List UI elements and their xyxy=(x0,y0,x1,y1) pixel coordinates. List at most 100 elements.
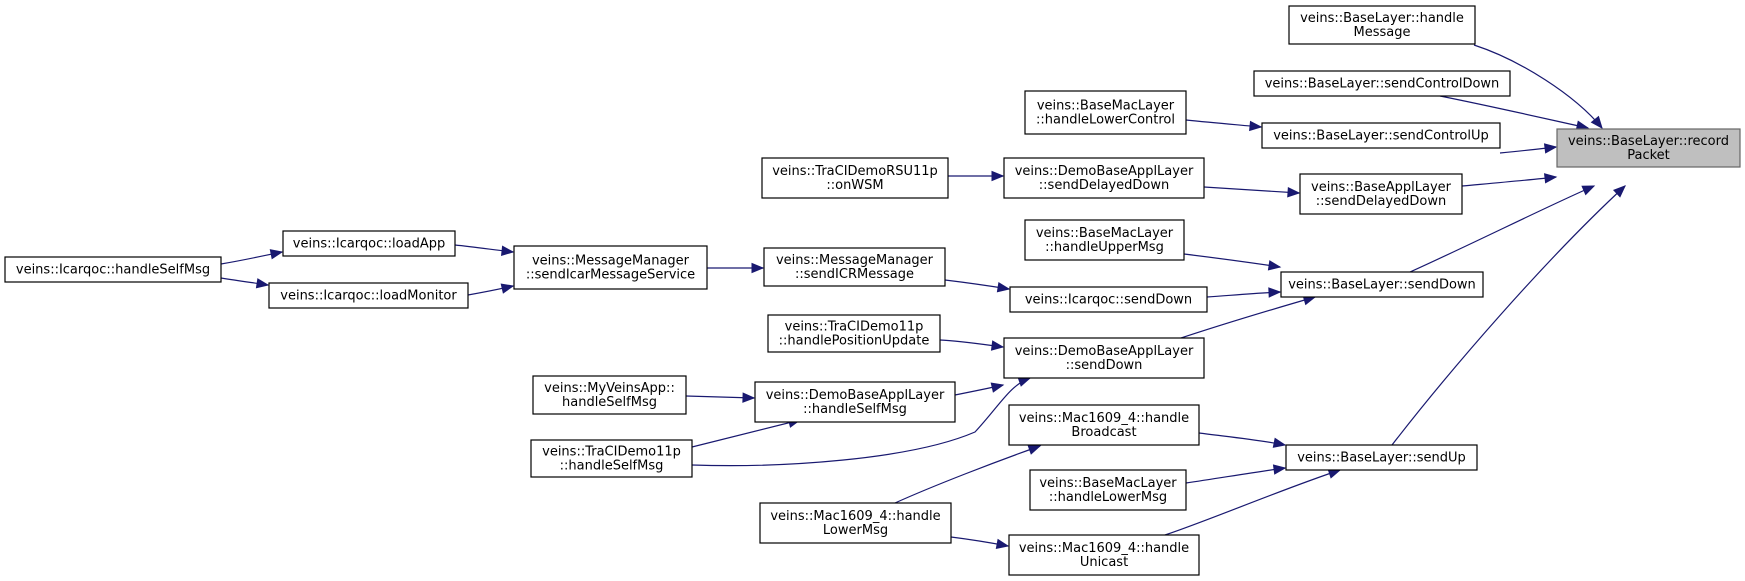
node-n11[interactable]: veins::Icarqoc::sendDown xyxy=(1009,286,1208,313)
node-box xyxy=(1280,271,1484,298)
node-box xyxy=(1288,5,1476,45)
node-n17[interactable]: veins::DemoBaseApplLayer::sendDown xyxy=(1003,337,1205,379)
node-label-line: veins::Icarqoc::loadApp xyxy=(293,237,445,252)
node-n18[interactable]: veins::TraCIDemo11p::handlePositionUpdat… xyxy=(767,314,941,353)
node-label-line: veins::TraCIDemo11p xyxy=(785,320,924,335)
edge-line xyxy=(1183,253,1281,268)
edge-n2-to-n1 xyxy=(1473,44,1603,130)
edge-n10-to-n9 xyxy=(1183,253,1282,271)
node-label-line: ::sendDelayedDown xyxy=(1039,178,1169,193)
edge-n23-to-n22 xyxy=(1198,432,1287,448)
edge-n18-to-n17 xyxy=(939,339,1005,351)
node-n4[interactable]: veins::BaseLayer::sendControlUp xyxy=(1261,122,1501,149)
node-label-line: handleSelfMsg xyxy=(562,395,657,410)
edge-line xyxy=(1473,44,1603,129)
node-label-line: veins::MyVeinsApp:: xyxy=(544,381,675,396)
node-n12[interactable]: veins::MessageManager::sendICRMessage xyxy=(763,247,946,287)
node-label-line: veins::BaseLayer::sendDown xyxy=(1288,278,1476,293)
node-n21[interactable]: veins::TraCIDemo11p::handleSelfMsg xyxy=(530,439,693,478)
node-box xyxy=(513,245,708,290)
node-label-line: ::sendIcarMessageService xyxy=(526,268,695,283)
node-n19[interactable]: veins::DemoBaseApplLayer::handleSelfMsg xyxy=(754,381,956,423)
edge-n15-to-n13 xyxy=(467,283,515,296)
node-label-line: ::handleSelfMsg xyxy=(803,402,907,417)
node-label-line: veins::DemoBaseApplLayer xyxy=(1015,344,1194,359)
node-box xyxy=(1261,122,1501,149)
node-box xyxy=(1003,157,1205,199)
edge-arrowhead-icon xyxy=(995,538,1010,550)
edge-line xyxy=(691,377,1031,467)
node-label-line: ::handleLowerMsg xyxy=(1049,490,1167,505)
node-n14[interactable]: veins::Icarqoc::loadApp xyxy=(282,230,456,257)
node-box xyxy=(1029,469,1187,511)
edge-n9-to-n1 xyxy=(1409,185,1596,273)
edge-arrowhead-icon xyxy=(991,170,1005,182)
edge-n21-to-n19 xyxy=(691,417,802,448)
node-box xyxy=(1299,173,1463,215)
edge-arrowhead-icon xyxy=(1612,185,1626,198)
node-n3[interactable]: veins::BaseLayer::sendControlDown xyxy=(1253,70,1511,97)
node-n7[interactable]: veins::DemoBaseApplLayer::sendDelayedDow… xyxy=(1003,157,1205,199)
node-label-line: Message xyxy=(1354,25,1411,40)
edge-arrowhead-icon xyxy=(1017,376,1032,387)
edge-n20-to-n19 xyxy=(685,392,756,403)
node-n10[interactable]: veins::BaseMacLayer::handleUpperMsg xyxy=(1024,219,1185,261)
edge-n24-to-n22 xyxy=(1185,464,1287,484)
node-label-line: ::handleSelfMsg xyxy=(560,459,664,474)
edge-line xyxy=(894,445,1041,504)
edge-arrowhead-icon xyxy=(990,340,1005,351)
edge-n6-to-n1 xyxy=(1461,173,1558,187)
nodes-layer: veins::BaseLayer::recordPacketveins::Bas… xyxy=(4,5,1741,576)
node-n20[interactable]: veins::MyVeinsApp::handleSelfMsg xyxy=(532,375,687,415)
node-box xyxy=(268,282,469,309)
node-label-line: ::onWSM xyxy=(826,178,883,193)
node-label-line: veins::BaseMacLayer xyxy=(1039,476,1177,491)
edge-arrowhead-icon xyxy=(269,249,284,260)
node-label-line: veins::BaseMacLayer xyxy=(1037,99,1175,114)
edge-n7-to-n6 xyxy=(1203,186,1301,198)
node-label-line: ::sendICRMessage xyxy=(795,267,914,282)
edge-n25-to-n22 xyxy=(1164,468,1342,536)
node-label-line: veins::Mac1609_4::handle xyxy=(770,509,940,524)
edge-n16-to-n14 xyxy=(220,249,284,265)
node-box xyxy=(754,381,956,423)
node-n8[interactable]: veins::TraCIDemoRSU11p::onWSM xyxy=(761,157,949,199)
edge-n22-to-n1 xyxy=(1391,185,1626,446)
node-box xyxy=(1024,90,1187,135)
node-label-line: veins::BaseLayer::sendControlUp xyxy=(1273,129,1489,144)
node-box xyxy=(759,502,952,544)
node-label-line: veins::Icarqoc::sendDown xyxy=(1025,293,1192,308)
node-n13[interactable]: veins::MessageManager::sendIcarMessageSe… xyxy=(513,245,708,290)
node-n16[interactable]: veins::Icarqoc::handleSelfMsg xyxy=(4,256,222,283)
node-n9[interactable]: veins::BaseLayer::sendDown xyxy=(1280,271,1484,298)
node-box xyxy=(1008,534,1200,576)
node-n22[interactable]: veins::BaseLayer::sendUp xyxy=(1285,444,1478,471)
edge-arrowhead-icon xyxy=(1272,437,1287,448)
node-box xyxy=(761,157,949,199)
edge-arrowhead-icon xyxy=(1543,143,1558,154)
edge-arrowhead-icon xyxy=(1268,287,1282,298)
node-label-line: veins::BaseApplLayer xyxy=(1311,180,1452,195)
node-label-line: veins::TraCIDemoRSU11p xyxy=(772,164,938,179)
edge-n16-to-n15 xyxy=(220,277,270,289)
edge-line xyxy=(1461,176,1557,187)
edge-arrowhead-icon xyxy=(1543,173,1558,184)
node-label-line: veins::Icarqoc::handleSelfMsg xyxy=(16,263,210,278)
edge-line xyxy=(1198,432,1286,446)
node-n5[interactable]: veins::BaseMacLayer::handleLowerControl xyxy=(1024,90,1187,135)
node-n6[interactable]: veins::BaseApplLayer::sendDelayedDown xyxy=(1299,173,1463,215)
edge-line xyxy=(691,419,801,448)
node-label-line: veins::BaseLayer::sendUp xyxy=(1297,451,1466,466)
edge-n13-to-n12 xyxy=(707,262,765,274)
node-label-line: Broadcast xyxy=(1071,425,1136,440)
edge-n26-to-n25 xyxy=(950,536,1010,550)
node-n26[interactable]: veins::Mac1609_4::handleLowerMsg xyxy=(759,502,952,544)
node-n15[interactable]: veins::Icarqoc::loadMonitor xyxy=(268,282,469,309)
node-label-line: veins::MessageManager xyxy=(776,253,934,268)
node-n24[interactable]: veins::BaseMacLayer::handleLowerMsg xyxy=(1029,469,1187,511)
